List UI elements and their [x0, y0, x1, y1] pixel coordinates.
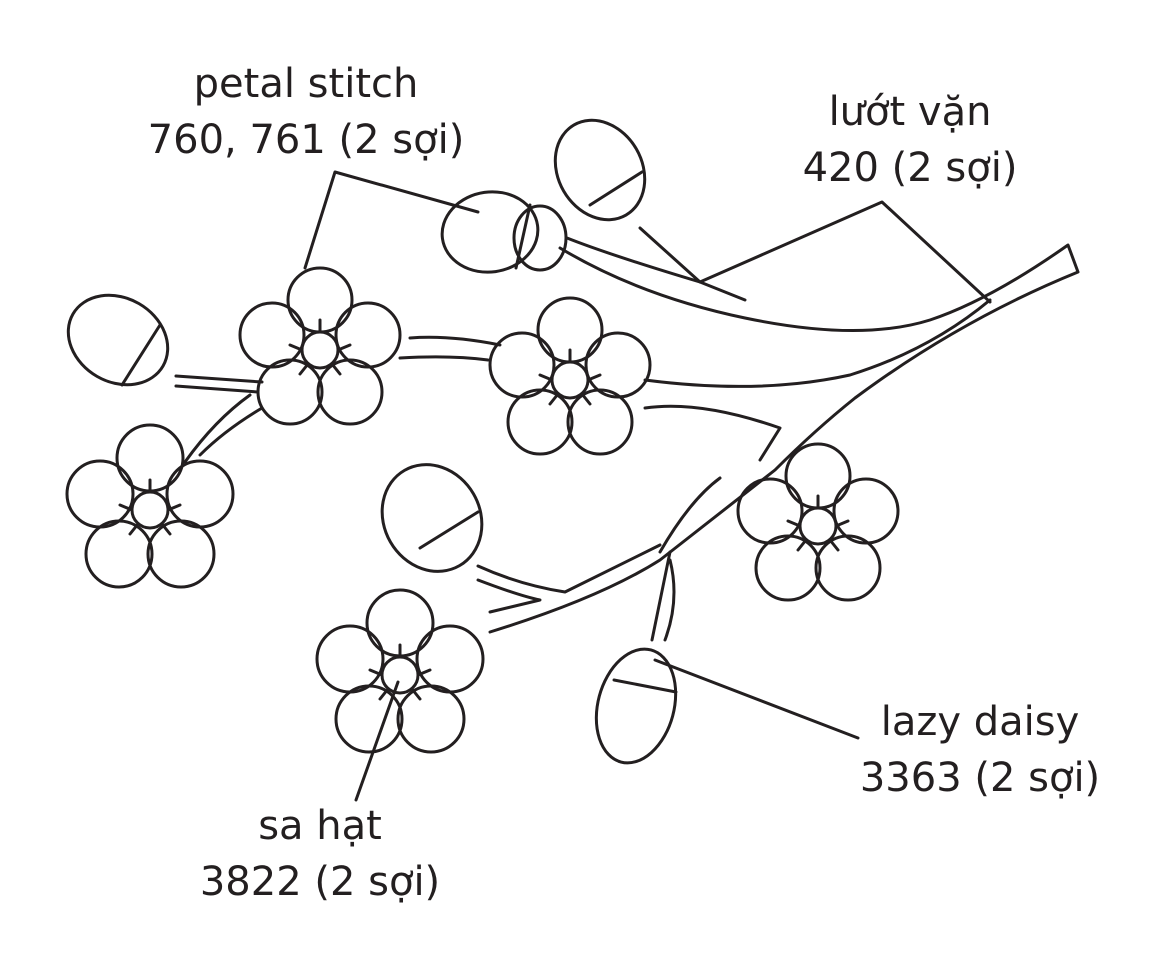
- lower-twig: [476, 476, 722, 642]
- left-twig: [174, 335, 502, 464]
- upper-twig: [565, 226, 747, 302]
- bud-top-right: [553, 118, 647, 222]
- bud-left: [66, 293, 170, 387]
- flower-right: [736, 442, 900, 602]
- label-luot-van: lướt vặn 420 (2 sợi): [730, 84, 1090, 196]
- label-petal-stitch-name: petal stitch: [193, 61, 419, 107]
- label-sa-hat-name: sa hạt: [258, 803, 382, 849]
- label-sa-hat-detail: 3822 (2 sợi): [199, 859, 441, 905]
- leader-luot-van: [698, 200, 992, 304]
- branch-inner-line: [643, 298, 992, 388]
- bud-middle: [380, 463, 484, 573]
- label-petal-stitch-detail: 760, 761 (2 sợi): [147, 117, 465, 163]
- label-luot-van-name: lướt vặn: [828, 89, 992, 135]
- leader-petal-stitch: [303, 170, 480, 270]
- label-lazy-daisy-name: lazy daisy: [880, 699, 1080, 745]
- label-lazy-daisy: lazy daisy 3363 (2 sợi): [800, 694, 1160, 806]
- label-luot-van-detail: 420 (2 sợi): [802, 145, 1018, 191]
- leader-sa-hat: [354, 680, 400, 802]
- flower-upper-left: [238, 266, 402, 426]
- flower-left: [65, 423, 235, 589]
- label-sa-hat: sa hạt 3822 (2 sợi): [110, 798, 530, 910]
- label-petal-stitch: petal stitch 760, 761 (2 sợi): [96, 56, 516, 168]
- leader-lazy-daisy: [653, 658, 860, 740]
- bud-bottom: [594, 647, 678, 765]
- flower-center: [488, 296, 652, 456]
- label-lazy-daisy-detail: 3363 (2 sợi): [859, 755, 1101, 801]
- main-branch: [488, 243, 1080, 634]
- flower-bottom: [315, 588, 485, 754]
- bud-top-center: [440, 190, 568, 274]
